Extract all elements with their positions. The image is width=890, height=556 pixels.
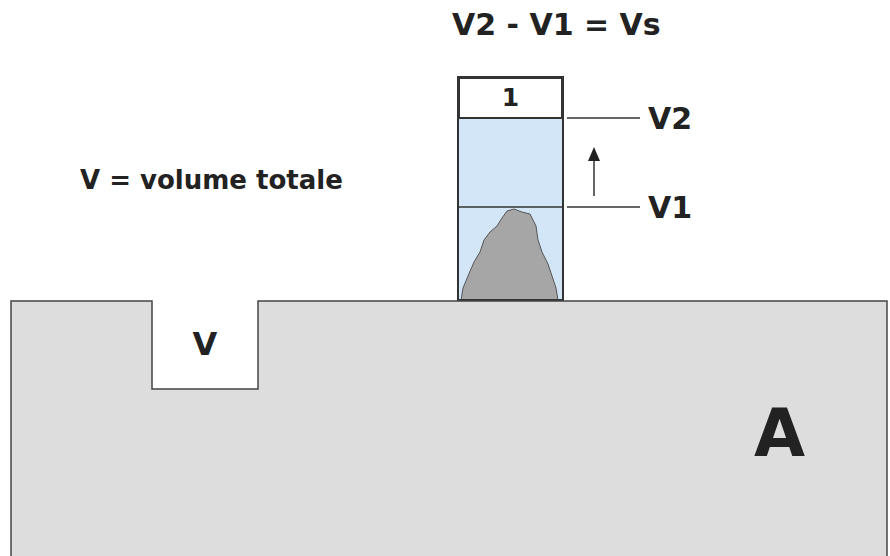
node-text: V bbox=[193, 327, 218, 362]
level-line bbox=[459, 206, 563, 208]
level-label: V2 bbox=[648, 102, 692, 135]
node-text: 1 bbox=[502, 84, 519, 112]
arrow-head bbox=[588, 147, 600, 161]
block-shape bbox=[11, 301, 887, 556]
water bbox=[459, 118, 563, 300]
node-text: A bbox=[754, 398, 805, 471]
leader-line bbox=[567, 206, 640, 208]
rock bbox=[461, 209, 558, 300]
notch-cavity: V bbox=[152, 300, 258, 389]
leader-line bbox=[567, 117, 640, 119]
solid-block: AV bbox=[10, 300, 888, 556]
level-label: V1 bbox=[648, 191, 692, 224]
rise-arrow bbox=[593, 160, 595, 196]
definition: V = volume totale bbox=[80, 166, 343, 195]
cylinder-outline bbox=[458, 77, 563, 300]
formula: V2 - V1 = Vs bbox=[452, 8, 661, 41]
cylinder-cap: 1 bbox=[458, 77, 563, 119]
